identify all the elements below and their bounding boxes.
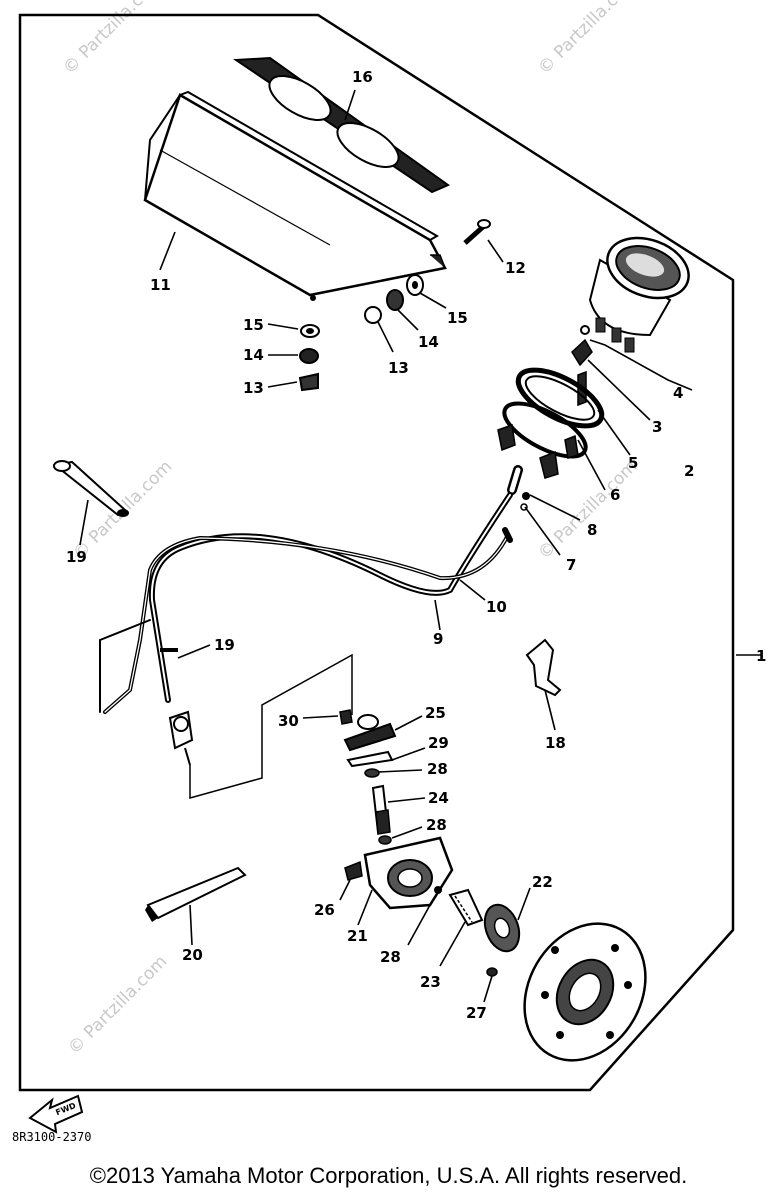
assembly-frame <box>18 13 735 1092</box>
lever-part <box>145 866 247 922</box>
gear-unit-upper-parts <box>339 709 397 845</box>
callout-6: 6 <box>610 486 620 504</box>
gasket-part <box>232 56 451 194</box>
callout-22: 22 <box>532 873 553 891</box>
callout-4: 4 <box>673 384 683 402</box>
watermark: © Partzilla.com <box>534 0 641 79</box>
callout-labels: 1 2 3 4 5 6 7 8 9 10 11 12 13 14 15 15 1… <box>66 68 766 1022</box>
callout-30: 30 <box>278 712 299 730</box>
screw-part <box>463 219 491 245</box>
callout-24: 24 <box>428 789 449 807</box>
callout-18: 18 <box>545 734 566 752</box>
callout-21: 21 <box>347 927 368 945</box>
watermark: © Partzilla.com <box>59 0 166 79</box>
callout-19: 19 <box>66 548 87 566</box>
cable-guide-part <box>52 460 129 517</box>
callout-29: 29 <box>428 734 449 752</box>
callout-20: 20 <box>182 946 203 964</box>
callout-28: 28 <box>380 948 401 966</box>
callout-9: 9 <box>433 630 443 648</box>
forward-arrow-icon: FWD <box>28 1094 84 1134</box>
callout-13: 13 <box>243 379 264 397</box>
callout-16: 16 <box>352 68 373 86</box>
leader-lines <box>79 89 762 1003</box>
callout-2: 2 <box>684 462 694 480</box>
callout-14: 14 <box>418 333 439 351</box>
drawing-number: 8R3100-2370 <box>12 1130 91 1144</box>
clamp-part <box>525 638 562 697</box>
callout-27: 27 <box>466 1004 487 1022</box>
callout-3: 3 <box>652 418 662 436</box>
callout-1: 1 <box>756 647 766 665</box>
callout-23: 23 <box>420 973 441 991</box>
callout-19: 19 <box>214 636 235 654</box>
meter-housing-part <box>143 90 447 301</box>
connection-outline <box>189 653 353 799</box>
gear-housing-part <box>344 836 454 910</box>
cable-end-nut <box>173 716 189 732</box>
callout-28: 28 <box>427 760 448 778</box>
callout-7: 7 <box>566 556 576 574</box>
callout-15: 15 <box>447 309 468 327</box>
nut-washer-group <box>298 274 424 392</box>
callout-13: 13 <box>388 359 409 377</box>
callout-8: 8 <box>587 521 597 539</box>
watermark: © Partzilla.com <box>64 952 171 1059</box>
callout-14: 14 <box>243 346 264 364</box>
brake-disc-part <box>523 922 647 1062</box>
callout-10: 10 <box>486 598 507 616</box>
callout-25: 25 <box>425 704 446 722</box>
callout-15: 15 <box>243 316 264 334</box>
watermark-group: © Partzilla.com © Partzilla.com © Partzi… <box>59 0 641 1059</box>
callout-5: 5 <box>628 454 638 472</box>
drive-gear-part <box>448 888 521 977</box>
speedometer-part <box>580 236 690 353</box>
speedometer-cable-part <box>99 465 523 714</box>
callout-28: 28 <box>426 816 447 834</box>
copyright-notice: ©2013 Yamaha Motor Corporation, U.S.A. A… <box>89 1163 688 1188</box>
callout-11: 11 <box>150 276 171 294</box>
callout-26: 26 <box>314 901 335 919</box>
callout-12: 12 <box>505 259 526 277</box>
